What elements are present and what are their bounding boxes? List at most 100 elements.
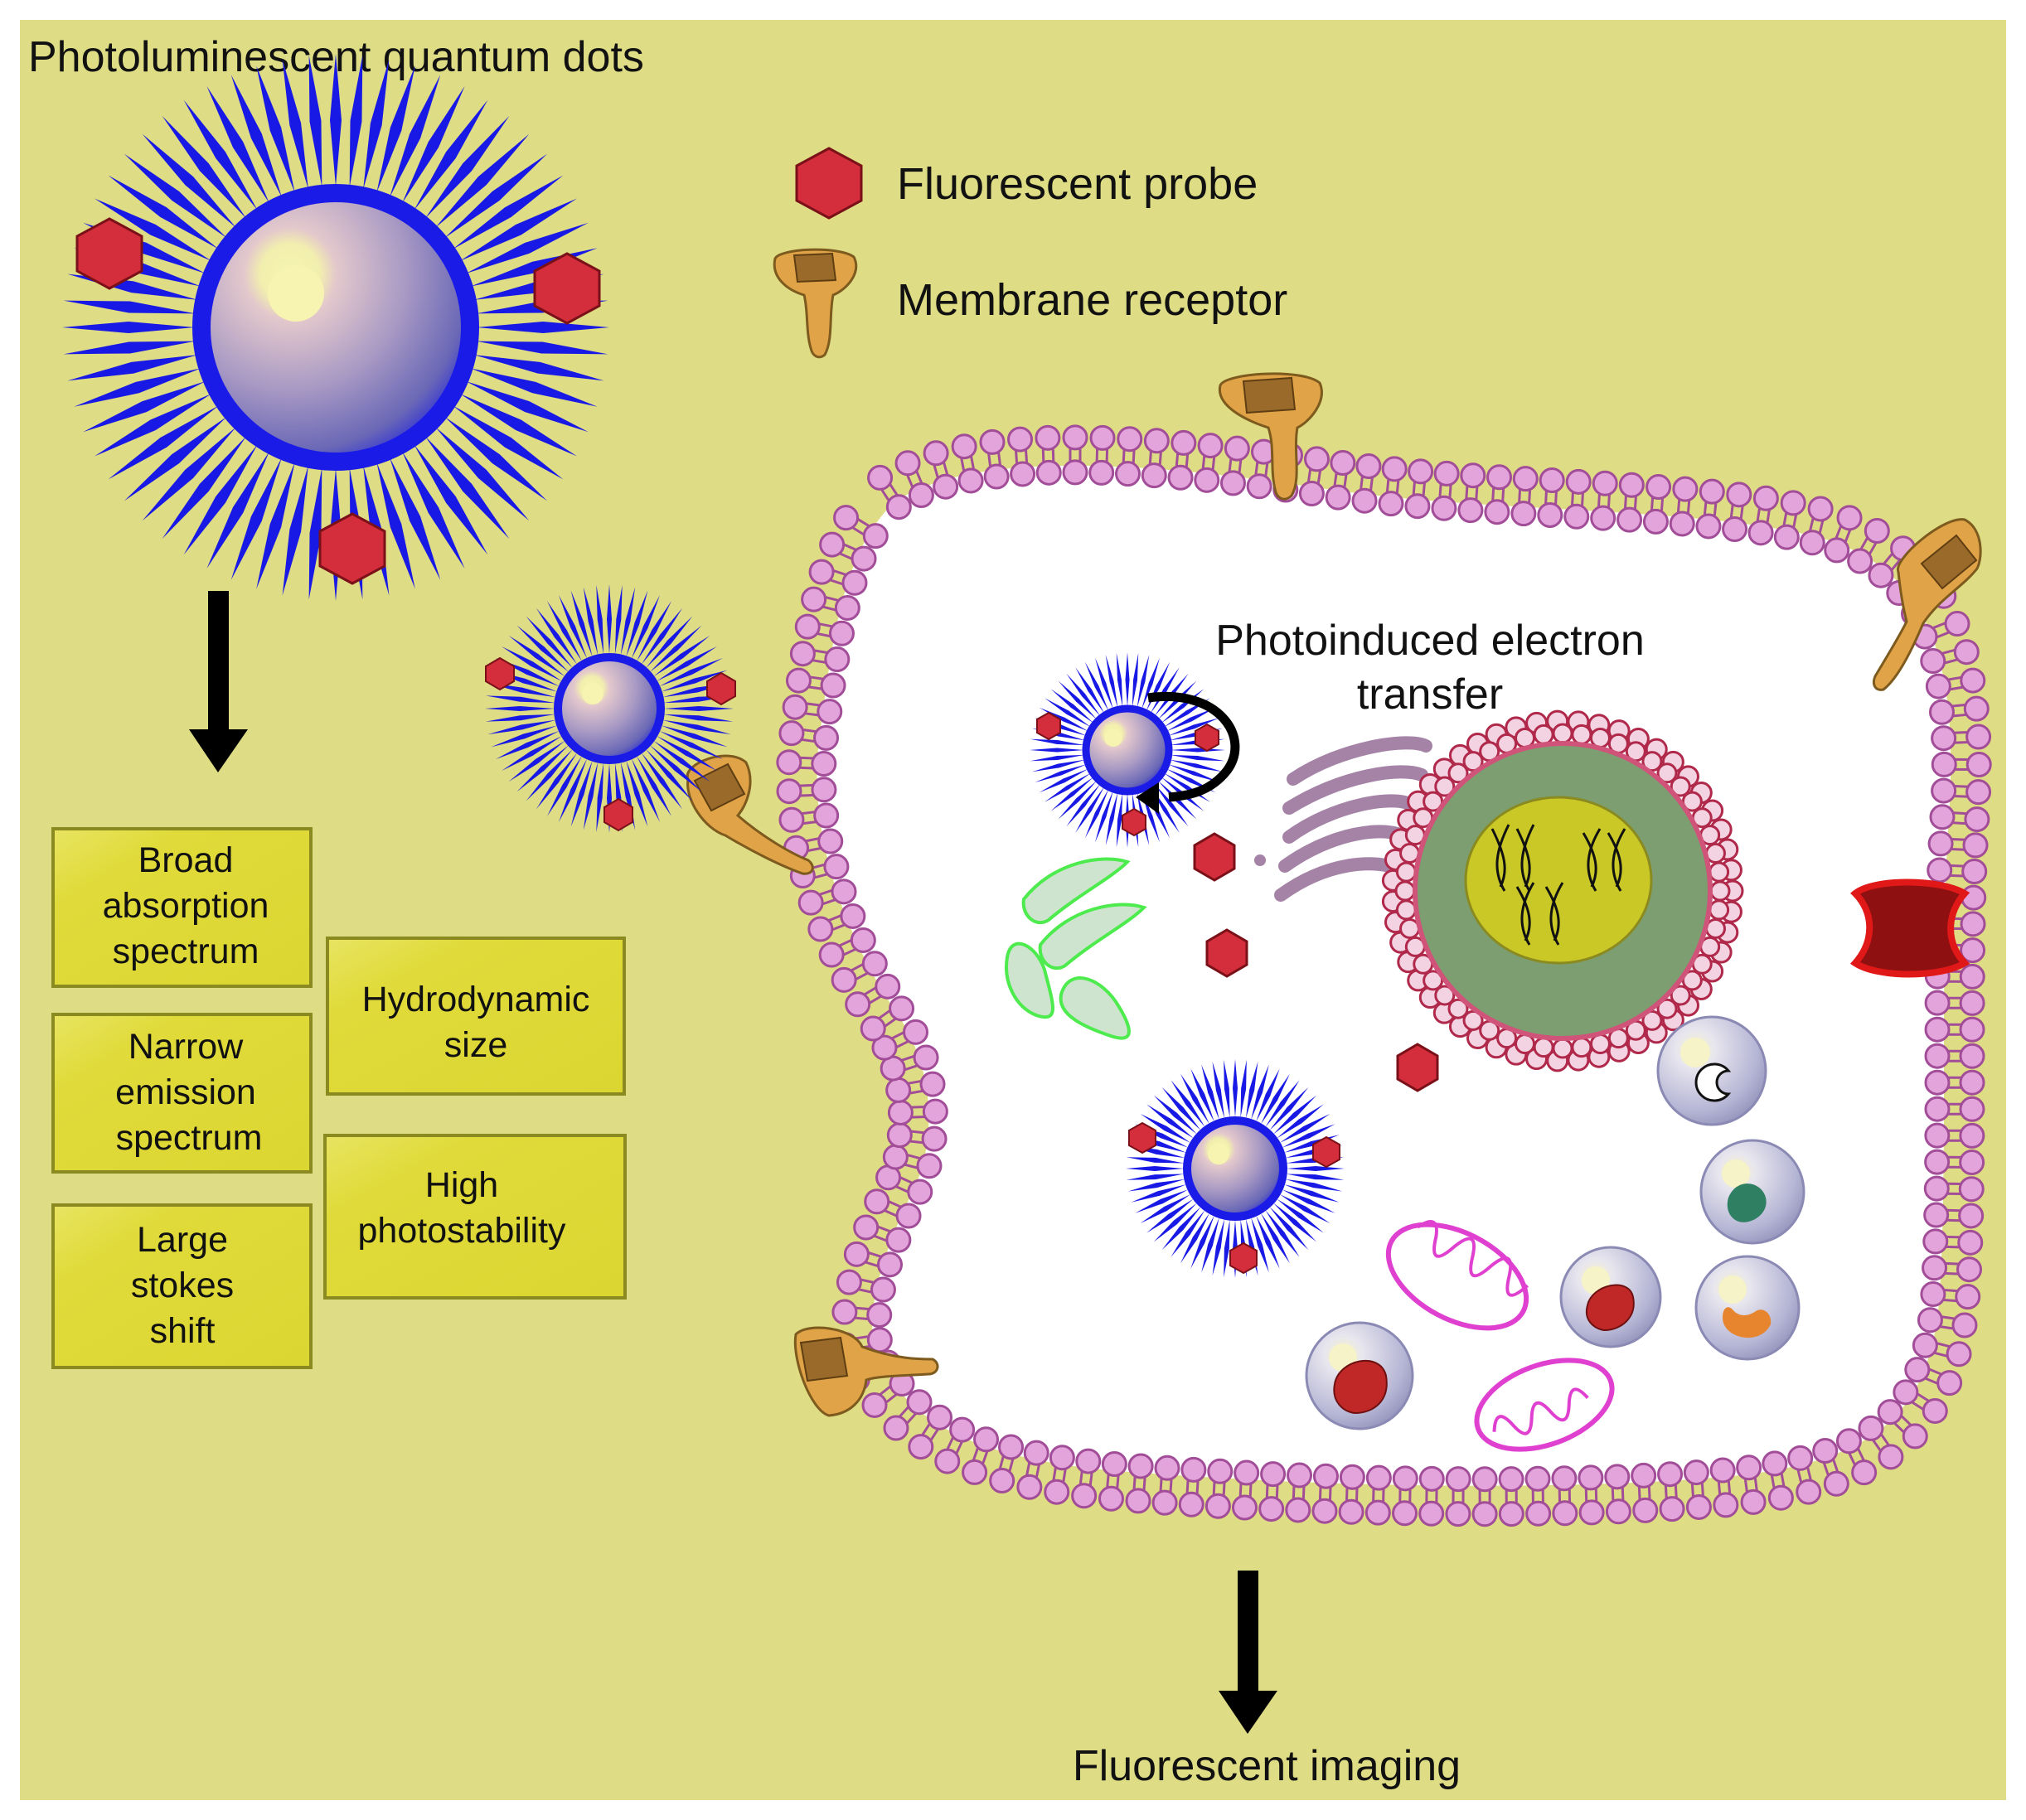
- phospholipid-head: [1767, 1484, 1794, 1511]
- ligand-spike: [1045, 698, 1091, 728]
- ligand-spike: [1277, 1198, 1324, 1233]
- nuclear-envelope-pore: [1434, 985, 1456, 1006]
- phospholipid-head: [903, 1019, 929, 1045]
- phospholipid-head: [1089, 424, 1116, 451]
- phospholipid-head: [1847, 548, 1873, 574]
- ligand-spike: [1287, 1166, 1345, 1171]
- phospholipid-head: [870, 1276, 896, 1303]
- ligand-spike: [349, 55, 363, 187]
- phospholipid-head: [1154, 1455, 1180, 1481]
- phospholipid-head: [867, 464, 894, 491]
- ligand-spike: [473, 355, 604, 381]
- phospholipid-head: [1035, 424, 1061, 451]
- phospholipid-head: [1246, 473, 1272, 500]
- ligand-spike: [1273, 1203, 1317, 1242]
- phospholipid-head: [1578, 1464, 1604, 1491]
- phospholipid-head: [1471, 1466, 1498, 1493]
- phospholipid-head: [1695, 513, 1722, 540]
- ligand-spike: [282, 59, 308, 190]
- ligand-spike: [256, 462, 295, 589]
- phospholipid-head: [1726, 482, 1752, 508]
- phospholipid-head: [1796, 1479, 1822, 1505]
- phospholipid-head: [919, 1071, 946, 1097]
- phospholipid-head: [1868, 562, 1894, 588]
- phospholipid-head: [957, 467, 984, 494]
- ligand-spike: [646, 616, 693, 668]
- phospholipid-head: [1877, 1399, 1903, 1426]
- phospholipid-head: [860, 1015, 886, 1042]
- phospholipid-head: [889, 995, 915, 1022]
- ligand-spike: [596, 584, 604, 655]
- nuclear-envelope-pore: [1394, 880, 1416, 902]
- ligand-spike: [1075, 667, 1105, 714]
- ligand-spike: [502, 646, 562, 681]
- ligand-spike: [1132, 652, 1139, 708]
- vesicle: [1699, 1139, 1805, 1245]
- nuclear-envelope-pore: [1670, 776, 1691, 797]
- phospholipid-head: [1931, 725, 1957, 752]
- ligand-spike: [536, 607, 578, 665]
- phospholipid-head: [1747, 520, 1774, 546]
- phospholipid-head: [1231, 1494, 1258, 1521]
- ligand-spike: [607, 584, 612, 654]
- phospholipid-head: [813, 724, 840, 751]
- phospholipid-head: [1722, 516, 1748, 543]
- ligand-spike: [1169, 759, 1224, 772]
- phospholipid-head: [1959, 1016, 1985, 1043]
- ligand-spike: [659, 657, 724, 687]
- legend-probe-label: Fluorescent probe: [897, 159, 1258, 209]
- phospholipid-head: [1657, 1461, 1684, 1488]
- ligand-spike: [1154, 783, 1189, 827]
- phospholipid-head: [1893, 1379, 1919, 1406]
- phospholipid-head: [1007, 426, 1034, 453]
- ligand-spike: [1116, 652, 1123, 708]
- phospholipid-head: [885, 494, 912, 520]
- ligand-spike: [83, 381, 206, 433]
- ligand-spike: [206, 85, 269, 204]
- ligand-spike: [485, 714, 555, 722]
- property-boxes: Broad absorption spectrum Narrow emissio…: [51, 827, 627, 1369]
- nuclear-envelope-pore: [1709, 861, 1730, 883]
- phospholipid-head: [921, 1125, 948, 1152]
- phospholipid-head: [1408, 458, 1434, 485]
- ligand-spike: [487, 719, 556, 735]
- ligand-spike: [583, 587, 599, 656]
- svg-text:photostability: photostability: [358, 1211, 566, 1251]
- ligand-spike: [124, 153, 227, 239]
- ligand-spike: [444, 153, 548, 239]
- phospholipid-head: [1924, 1096, 1951, 1122]
- ligand-spike: [659, 730, 724, 760]
- legend-receptor-label: Membrane receptor: [897, 275, 1287, 325]
- ligand-spike: [183, 99, 258, 211]
- ligand-spike: [1161, 1207, 1201, 1251]
- phospholipid-head: [1864, 518, 1890, 545]
- phospholipid-head: [789, 641, 816, 667]
- phospholipid-head: [866, 1302, 893, 1329]
- phospholipid-head: [1965, 751, 1992, 777]
- phospholipid-head: [1433, 460, 1460, 486]
- ligand-spike: [1058, 780, 1098, 820]
- phospholipid-head: [949, 1416, 976, 1443]
- svg-text:Narrow: Narrow: [128, 1027, 245, 1067]
- phospholipid-head: [1959, 1043, 1985, 1069]
- phospholipid-head: [1631, 1462, 1657, 1488]
- phospholipid-head: [862, 523, 889, 549]
- svg-text:Large: Large: [137, 1220, 228, 1260]
- ligand-spike: [390, 457, 441, 580]
- phospholipid-head: [1355, 453, 1382, 479]
- phospholipid-head: [1709, 1457, 1736, 1484]
- phospholipid-head: [1035, 459, 1062, 486]
- ligand-spike: [230, 75, 282, 197]
- nuclear-envelope-pore: [1447, 762, 1469, 784]
- ligand-spike: [1212, 1061, 1225, 1119]
- ligand-spike: [142, 427, 236, 521]
- phospholipid-head: [1141, 462, 1167, 489]
- probe-hexagon: [318, 512, 386, 585]
- nuclear-envelope-pore: [1552, 723, 1573, 744]
- ligand-spike: [626, 760, 648, 827]
- phospholipid-head: [1787, 1445, 1814, 1471]
- ligand-spike: [1140, 1194, 1191, 1223]
- ligand-spike: [637, 601, 671, 661]
- ligand-spike: [570, 590, 593, 657]
- phospholipid-head: [1965, 724, 1992, 750]
